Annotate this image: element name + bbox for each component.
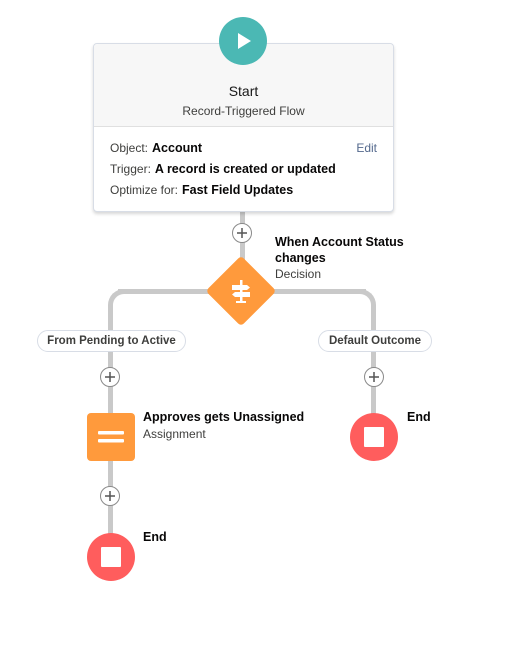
start-subtitle: Record-Triggered Flow xyxy=(182,104,305,118)
connector-right-branch xyxy=(371,306,376,416)
connector-right-corner xyxy=(356,289,376,309)
trigger-value: A record is created or updated xyxy=(154,162,336,176)
optimize-value: Fast Field Updates xyxy=(182,183,294,197)
optimize-row: Optimize for:Fast Field Updates xyxy=(110,183,293,197)
play-icon xyxy=(238,33,251,49)
stop-icon xyxy=(101,547,121,567)
decision-title-line2: changes xyxy=(275,251,326,265)
object-label: Object: xyxy=(110,141,149,155)
object-value: Account xyxy=(152,141,203,155)
object-row: Object:Account xyxy=(110,141,202,155)
decision-type: Decision xyxy=(275,267,322,281)
end-node-right[interactable] xyxy=(350,413,398,461)
outcome-pill-left[interactable]: From Pending to Active xyxy=(37,330,186,352)
add-element-button-after-assignment[interactable] xyxy=(100,486,120,506)
plus-icon xyxy=(105,491,115,501)
edit-link[interactable]: Edit xyxy=(356,141,377,155)
start-title: Start xyxy=(228,83,259,99)
end-label-left: End xyxy=(143,530,167,544)
start-node-card[interactable]: Start Record-Triggered Flow Object:Accou… xyxy=(93,43,394,212)
connector-right-horizontal xyxy=(266,289,366,294)
plus-icon xyxy=(237,228,247,238)
decision-icon xyxy=(232,280,250,303)
optimize-label: Optimize for: xyxy=(110,183,179,197)
connector-left-branch xyxy=(108,306,113,416)
end-node-left[interactable] xyxy=(87,533,135,581)
assignment-icon xyxy=(98,431,124,443)
start-play-icon[interactable] xyxy=(219,17,267,65)
trigger-row: Trigger:A record is created or updated xyxy=(110,162,336,176)
add-element-button-after-start[interactable] xyxy=(232,223,252,243)
add-element-button-right-branch[interactable] xyxy=(364,367,384,387)
assignment-title: Approves gets Unassigned xyxy=(143,410,305,424)
trigger-label: Trigger: xyxy=(110,162,151,176)
connector-left-horizontal xyxy=(118,289,218,294)
plus-icon xyxy=(105,372,115,382)
plus-icon xyxy=(369,372,379,382)
decision-title-line1: When Account Status xyxy=(275,235,404,249)
end-label-right: End xyxy=(407,410,431,424)
assignment-type: Assignment xyxy=(143,427,206,441)
add-element-button-left-branch[interactable] xyxy=(100,367,120,387)
outcome-pill-right[interactable]: Default Outcome xyxy=(318,330,432,352)
assignment-node[interactable] xyxy=(87,413,135,461)
stop-icon xyxy=(364,427,384,447)
connector-left-corner xyxy=(108,289,128,309)
